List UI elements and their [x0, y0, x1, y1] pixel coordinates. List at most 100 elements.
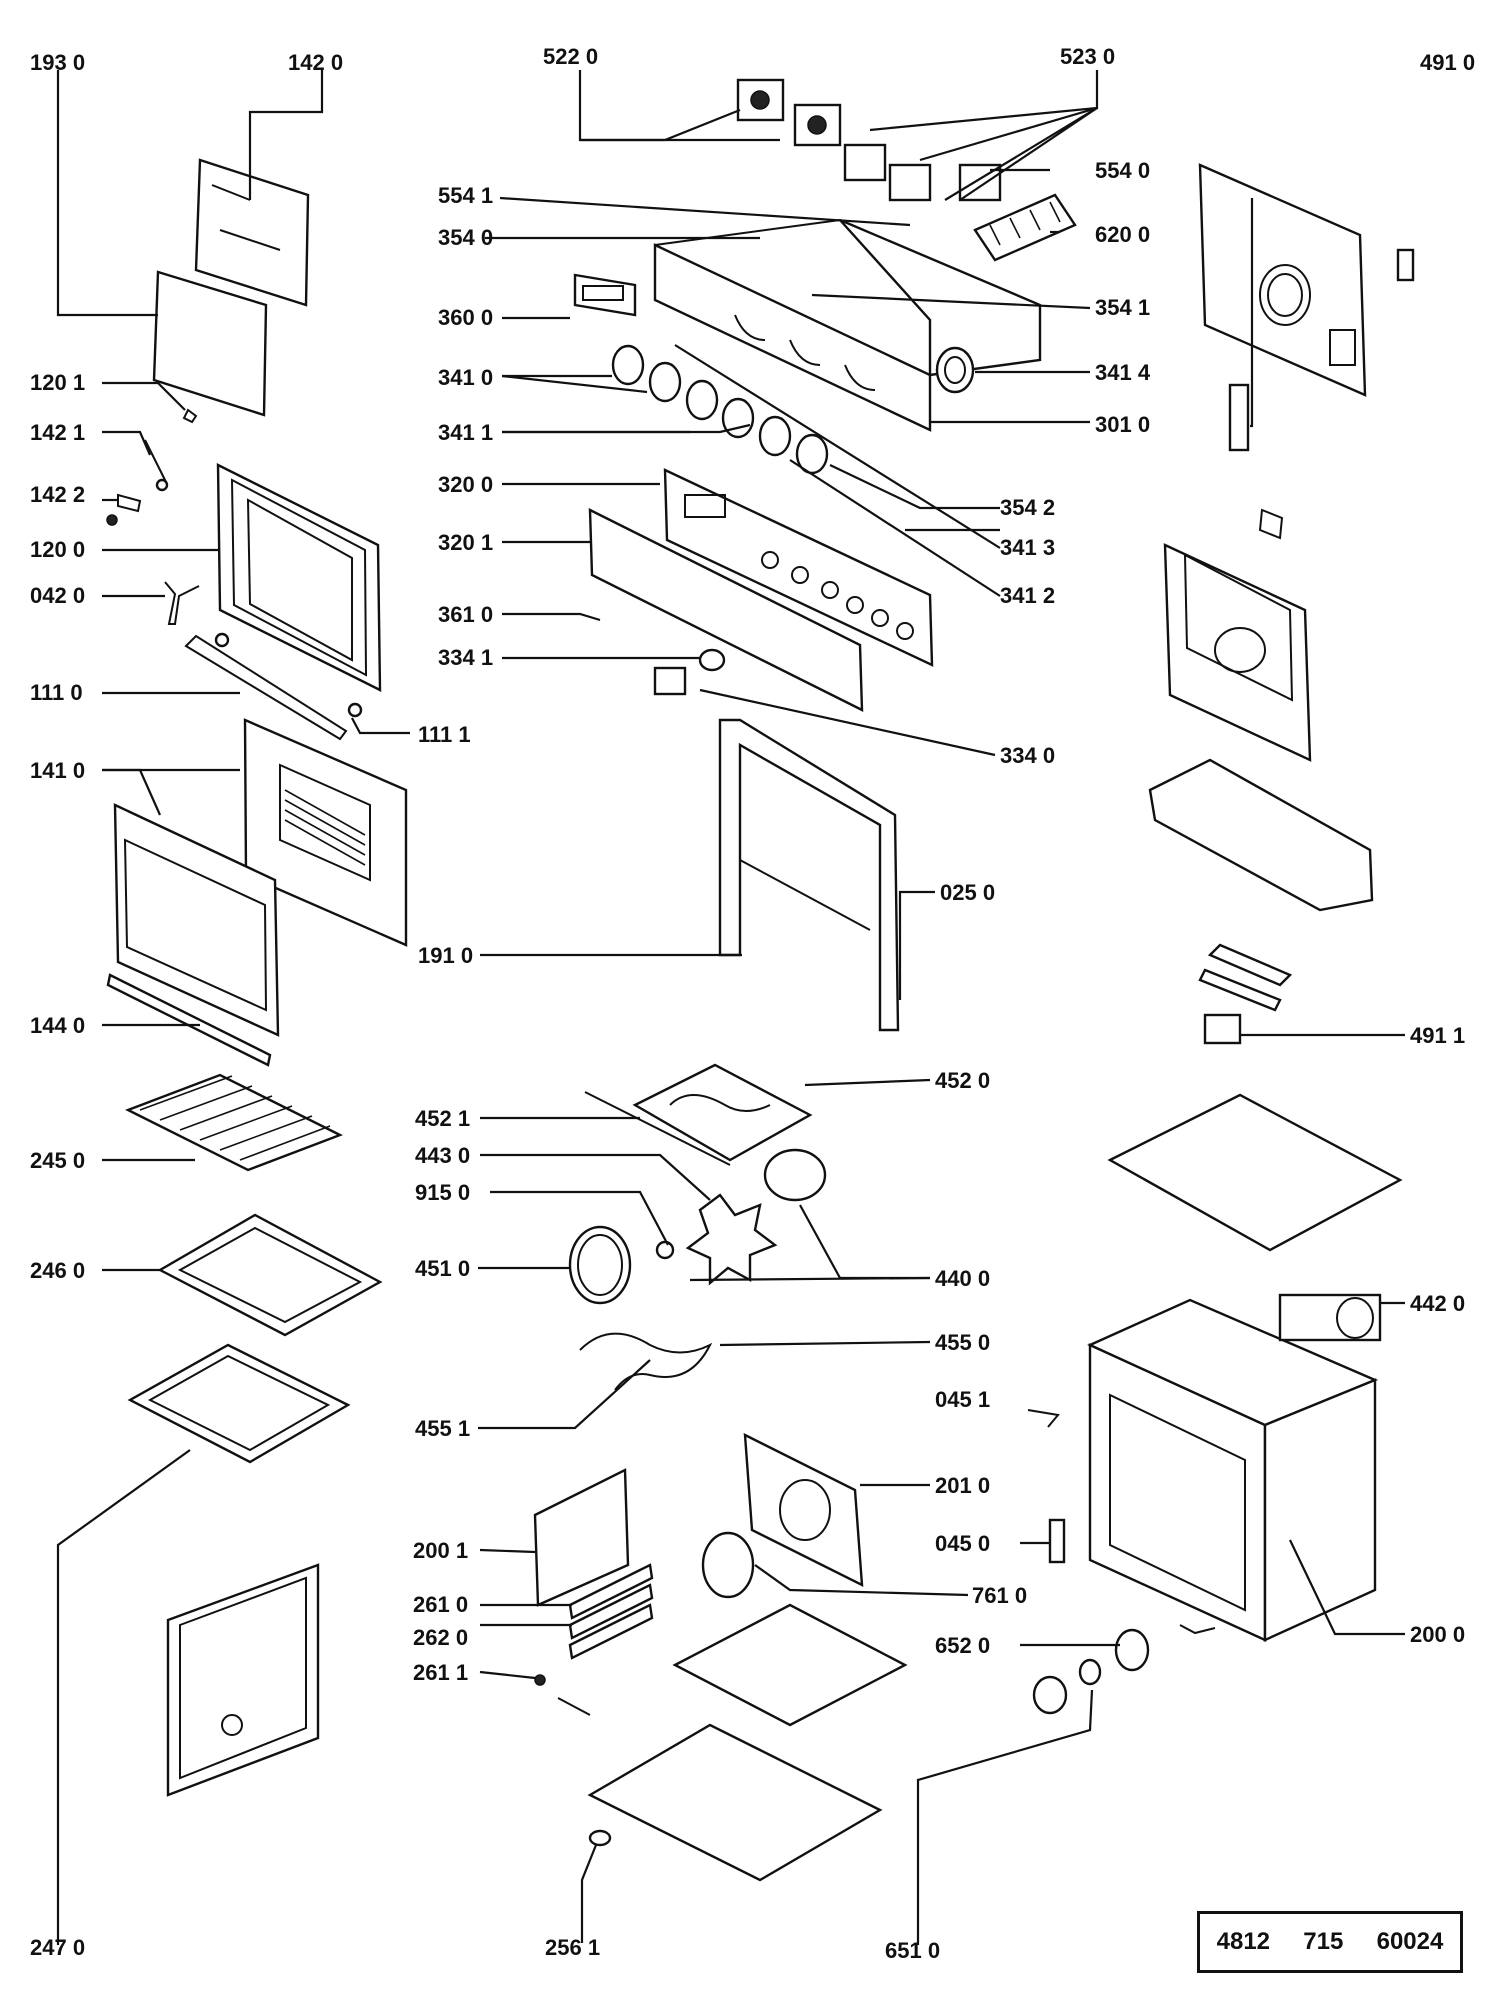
cavity-top-panel — [1107, 1093, 1403, 1252]
label-111-0: 111 0 — [30, 680, 83, 705]
grill-element — [632, 1063, 813, 1162]
label-620-0: 620 0 — [1095, 222, 1150, 247]
front-frame — [718, 718, 900, 1032]
label-354-1: 354 1 — [1095, 295, 1150, 320]
label-262-0: 262 0 — [413, 1625, 468, 1650]
label-256-1: 256 1 — [545, 1935, 600, 1960]
connector-strip — [1198, 943, 1293, 1045]
drawing-number-box: 4812 715 60024 — [1197, 1911, 1463, 1973]
baking-tray — [157, 1213, 383, 1337]
label-200-1: 200 1 — [413, 1538, 468, 1563]
door-lock — [164, 581, 200, 625]
label-354-0: 354 0 — [438, 225, 493, 250]
label-320-1: 320 1 — [438, 530, 493, 555]
label-141-0: 141 0 — [30, 758, 85, 783]
hinge-parts — [106, 439, 169, 526]
rear-panel — [1198, 163, 1415, 452]
drawing-number-part-2: 715 — [1303, 1928, 1344, 1955]
label-247-0: 247 0 — [30, 1935, 85, 1960]
label-120-0: 120 0 — [30, 537, 85, 562]
label-193-0: 193 0 — [30, 50, 85, 75]
label-200-0: 200 0 — [1410, 1622, 1465, 1647]
label-334-0: 334 0 — [1000, 743, 1055, 768]
label-455-1: 455 1 — [415, 1416, 470, 1441]
label-651-0: 651 0 — [885, 1938, 940, 1963]
label-142-1: 142 1 — [30, 420, 85, 445]
bottom-element — [579, 1332, 713, 1391]
label-111-1: 111 1 — [418, 722, 471, 747]
ring-element — [568, 1225, 632, 1305]
door-frame — [216, 463, 382, 692]
label-341-2: 341 2 — [1000, 583, 1055, 608]
drawing-number-part-3: 60024 — [1376, 1928, 1444, 1955]
label-522-0: 522 0 — [543, 44, 598, 69]
wire-shelf — [125, 1073, 343, 1172]
oven-cavity — [1048, 1293, 1382, 1642]
oven-lamp — [653, 648, 726, 696]
label-025-0: 025 0 — [940, 880, 995, 905]
element-rod — [584, 1091, 731, 1166]
label-301-0: 301 0 — [1095, 412, 1150, 437]
top-cover — [1148, 758, 1374, 912]
label-142-2: 142 2 — [30, 482, 85, 507]
label-443-0: 443 0 — [415, 1143, 470, 1168]
knob-341-4 — [935, 346, 975, 394]
label-554-1: 554 1 — [438, 183, 493, 208]
label-261-0: 261 0 — [413, 1592, 468, 1617]
label-245-0: 245 0 — [30, 1148, 85, 1173]
label-761-0: 761 0 — [972, 1583, 1027, 1608]
label-261-1: 261 1 — [413, 1660, 468, 1685]
label-452-1: 452 1 — [415, 1106, 470, 1131]
door-handle — [184, 632, 363, 741]
door-glass-panels — [152, 158, 310, 417]
label-320-0: 320 0 — [438, 472, 493, 497]
label-354-2: 354 2 — [1000, 495, 1055, 520]
knob-bezels — [611, 344, 829, 475]
label-246-0: 246 0 — [30, 1258, 85, 1283]
label-442-0: 442 0 — [1410, 1291, 1465, 1316]
drip-pan — [127, 1343, 351, 1464]
door-switch — [1027, 1409, 1060, 1428]
side-mounting-bracket — [1163, 508, 1312, 762]
label-452-0: 452 0 — [935, 1068, 990, 1093]
label-915-0: 915 0 — [415, 1180, 470, 1205]
label-440-0: 440 0 — [935, 1266, 990, 1291]
label-455-0: 455 0 — [935, 1330, 990, 1355]
door-base-strip — [106, 973, 272, 1067]
label-341-1: 341 1 — [438, 420, 493, 445]
label-045-1: 045 1 — [935, 1387, 990, 1412]
label-045-0: 045 0 — [935, 1531, 990, 1556]
control-fascia — [588, 468, 934, 712]
fan-cover — [743, 1432, 864, 1588]
convection-fan — [655, 1148, 827, 1286]
label-361-0: 361 0 — [438, 602, 493, 627]
label-042-0: 042 0 — [30, 583, 85, 608]
label-120-1: 120 1 — [30, 370, 85, 395]
part-labels: 193 0 142 0 522 0 523 0 491 0 554 0 554 … — [30, 44, 1475, 1963]
label-341-4: 341 4 — [1095, 360, 1151, 385]
label-491-1: 491 1 — [1410, 1023, 1465, 1048]
timer-module — [573, 273, 637, 317]
terminal-block — [973, 193, 1077, 262]
control-housing — [653, 218, 1042, 432]
label-334-1: 334 1 — [438, 645, 493, 670]
leader-lines — [56, 70, 1405, 1945]
rear-inner-panel — [166, 1563, 320, 1797]
label-652-0: 652 0 — [935, 1633, 990, 1658]
label-360-0: 360 0 — [438, 305, 493, 330]
knobs-652-651 — [1032, 1624, 1216, 1715]
label-191-0: 191 0 — [418, 943, 473, 968]
fan-gasket — [701, 1531, 755, 1599]
bottom-plates — [587, 1603, 908, 1882]
label-201-0: 201 0 — [935, 1473, 990, 1498]
label-341-3: 341 3 — [1000, 535, 1055, 560]
label-491-0: 491 0 — [1420, 50, 1475, 75]
drawing-number-part-1: 4812 — [1216, 1928, 1271, 1955]
side-rails — [533, 1468, 654, 1716]
label-523-0: 523 0 — [1060, 44, 1115, 69]
inner-door-panels — [113, 718, 408, 1037]
label-451-0: 451 0 — [415, 1256, 470, 1281]
clip-120-1 — [182, 408, 198, 424]
label-554-0: 554 0 — [1095, 158, 1150, 183]
